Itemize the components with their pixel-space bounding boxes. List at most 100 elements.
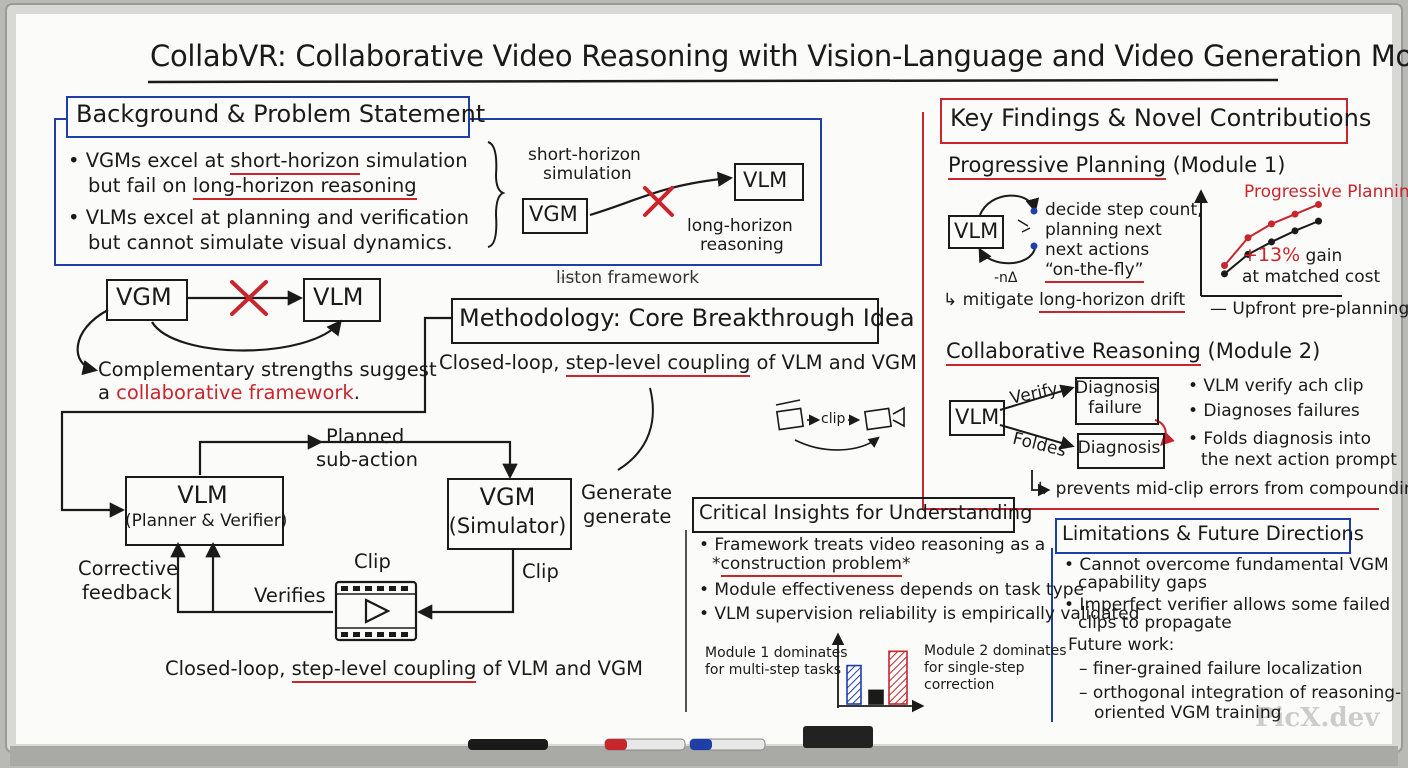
vgm-simulator-role: (Simulator) (448, 514, 567, 538)
findings-heading: Key Findings & Novel Contributions (950, 104, 1372, 132)
on-the-fly-text: “on-the-fly” (1045, 260, 1144, 283)
module-effectiveness-chart (831, 632, 925, 713)
module1-heading: Progressive Planning (Module 1) (948, 153, 1285, 180)
short-horizon-label: short-horizon (528, 145, 641, 165)
eraser[interactable] (803, 726, 873, 748)
reasoning-label: reasoning (700, 235, 784, 255)
feedback-label: feedback (82, 581, 172, 604)
collab-vlm-box (303, 278, 381, 322)
module1-multistep: for multi-step tasks (705, 662, 842, 678)
m2-bullet-3-cont: the next action prompt (1201, 450, 1397, 470)
collab-vlm-label: VLM (313, 283, 364, 311)
series-1-point-3 (1291, 227, 1299, 235)
background-bullet-2: • VLMs excel at planning and verificatio… (68, 206, 470, 229)
insights-heading: Critical Insights for Understanding (699, 501, 1033, 524)
methodology-heading-box (451, 298, 879, 344)
faint-framework-text: liston framework (556, 268, 700, 288)
bar-2 (888, 650, 908, 705)
mitigate-text: ↳ mitigate long-horizon drift (943, 290, 1186, 313)
series-0-point-2 (1268, 220, 1275, 228)
series-0-point-3 (1291, 210, 1299, 218)
vlm-planner-role: (Planner & Verifier) (125, 511, 288, 531)
m2-vlm-box (949, 400, 1005, 436)
vgm-simulator-box (447, 478, 572, 550)
insights-bullet-3: • VLM supervision reliability is empiric… (699, 604, 1140, 624)
clip-right-label: Clip (522, 560, 559, 583)
next-actions-text: next actions (1045, 240, 1150, 260)
insights-bullet-2: • Module effectiveness depends on task t… (699, 580, 1084, 600)
sub-action-label: sub-action (316, 448, 418, 471)
clip-sketch-label: clip (821, 411, 846, 427)
future-item-2: – orthogonal integration of reasoning- (1079, 683, 1402, 703)
vgm-simulator-name: VGM (479, 483, 536, 511)
progressive-planning-chart (1194, 189, 1342, 297)
series-0-point-0 (1221, 261, 1228, 269)
progressive-planning-legend: Progressive Planning (1244, 182, 1408, 202)
planned-label: Planned (326, 425, 405, 448)
collab-vgm-box (106, 279, 188, 321)
m1-vlm-box (948, 215, 1004, 249)
diagnosis-label: Diagnosis (1077, 438, 1161, 458)
generate-label: Generate (581, 481, 673, 504)
collab-vgm-label: VGM (116, 283, 172, 311)
generate-label-2: generate (583, 505, 672, 528)
marker-black[interactable] (468, 739, 548, 750)
bar-0 (846, 664, 862, 705)
future-item-1: – finer-grained failure localization (1079, 659, 1363, 679)
background-heading-box (66, 96, 470, 138)
matched-cost-annotation: at matched cost (1242, 267, 1381, 287)
module2-singlestep: for single-step (924, 660, 1025, 676)
future-item-2-cont: oriented VGM training (1094, 703, 1282, 723)
clip-top-label: Clip (354, 550, 391, 573)
planning-next-text: planning next (1045, 220, 1162, 240)
limitations-heading-box (1055, 518, 1351, 554)
complementary-text: Complementary strengths suggest (98, 358, 437, 381)
bg-vlm-label: VLM (743, 168, 788, 192)
m2-vlm-label: VLM (955, 405, 1000, 429)
limitations-bullet-2: • Imperfect verifier allows some failed (1064, 595, 1391, 615)
simulation-label: simulation (543, 164, 632, 184)
series-1-point-4 (1315, 217, 1322, 225)
limitations-heading: Limitations & Future Directions (1062, 522, 1364, 545)
background-heading: Background & Problem Statement (76, 100, 486, 128)
m2-bullet-1: • VLM verify ach clip (1188, 376, 1364, 396)
module2-correction: correction (924, 677, 995, 693)
series-1-point-2 (1268, 238, 1275, 246)
prevents-text: ↳ prevents mid-clip errors from compound… (1036, 479, 1408, 499)
findings-panel (922, 112, 1379, 510)
insights-heading-box (692, 497, 1015, 533)
collab-framework-text: a collaborative framework. (98, 381, 360, 404)
methodology-subheading: Closed-loop, step-level coupling of VLM … (439, 351, 917, 377)
diagnosis-failure-label-2: failure (1088, 398, 1142, 418)
m2-bullet-3: • Folds diagnosis into (1188, 429, 1372, 449)
background-bullet-1-cont: but fail on long-horizon reasoning (88, 174, 417, 200)
bg-vlm-box (734, 163, 804, 201)
gain-annotation: +13% gain (1242, 244, 1343, 266)
methodology-heading: Methodology: Core Breakthrough Idea (459, 304, 915, 332)
module1-dominates: Module 1 dominates (705, 645, 848, 661)
limitations-bullet-2-cont: clips to propagate (1078, 613, 1232, 633)
diagnosis-failure-label-1: Diagnosis (1075, 378, 1158, 398)
bg-vgm-label: VGM (529, 202, 578, 226)
module2-heading: Collaborative Reasoning (Module 2) (946, 339, 1320, 366)
series-1-point-1 (1244, 250, 1252, 258)
limitations-bullet-1-cont: capability gaps (1078, 573, 1207, 593)
background-bullet-2-cont: but cannot simulate visual dynamics. (88, 231, 453, 254)
upfront-legend: — Upfront pre-planning (1210, 299, 1408, 319)
findings-heading-box (940, 98, 1348, 144)
verifies-label: Verifies (254, 584, 326, 607)
future-work-label: Future work: (1068, 635, 1175, 655)
diagnosis-failure-box (1075, 377, 1159, 425)
decide-step-text: decide step count, (1045, 200, 1203, 220)
background-bullet-1: • VGMs excel at short-horizon simulation (68, 149, 468, 175)
vlm-planner-name: VLM (177, 481, 228, 509)
module2-dominates: Module 2 dominates (924, 643, 1067, 659)
closed-loop-caption: Closed-loop, step-level coupling of VLM … (165, 657, 643, 683)
corrective-label: Corrective (78, 557, 179, 580)
diagnosis-box (1077, 433, 1165, 469)
long-horizon-label: long-horizon (687, 216, 793, 236)
limitations-bullet-1: • Cannot overcome fundamental VGM (1064, 555, 1389, 575)
insights-bullet-1: • Framework treats video reasoning as a (699, 535, 1046, 555)
page-title: CollabVR: Collaborative Video Reasoning … (150, 39, 1408, 73)
watermark: PicX.dev (1255, 703, 1380, 733)
